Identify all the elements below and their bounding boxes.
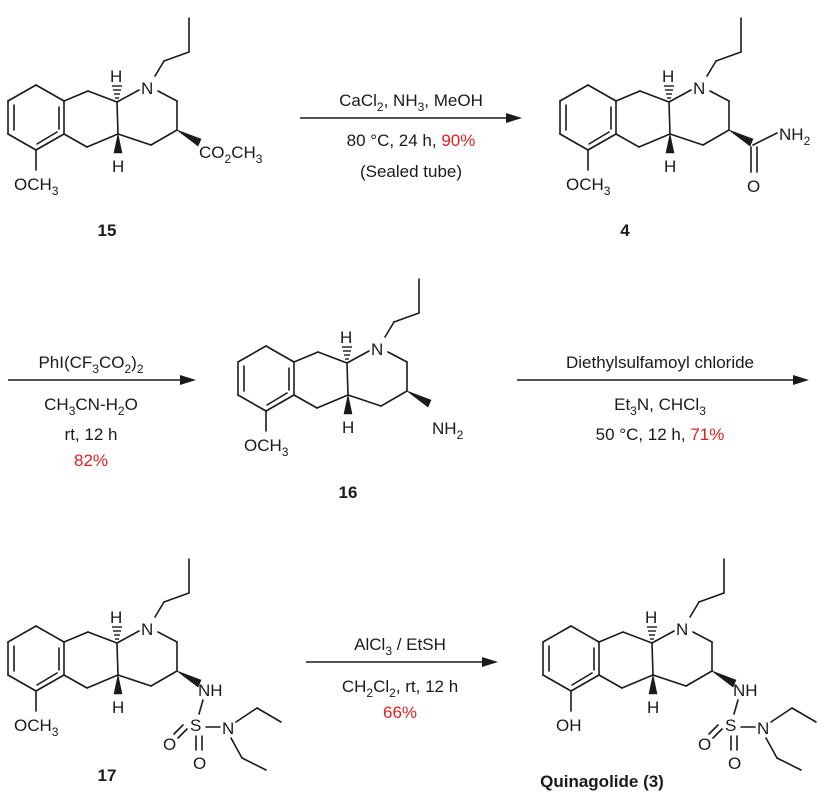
- reaction-arrow-2: PhI(CF3CO2)2 CH3CN-H2O rt, 12 h 82%: [8, 353, 196, 470]
- reagents-line: PhI(CF3CO2)2: [38, 353, 143, 376]
- yield: 66%: [383, 703, 417, 722]
- methoxy-group: OCH3: [566, 175, 611, 198]
- compound-label-17: 17: [98, 766, 117, 785]
- conditions-line: CH2Cl2, rt, 12 h: [342, 677, 458, 700]
- amide-nh2: NH2: [779, 125, 811, 148]
- hydrogen-bottom: H: [112, 157, 124, 176]
- methoxy-group: OCH3: [14, 175, 59, 198]
- sulfonyl-oxygen-bottom: O: [193, 754, 206, 773]
- methoxy-group: OCH3: [14, 716, 59, 739]
- methoxy-group: OCH3: [244, 436, 289, 459]
- reaction-arrow-1: CaCl2, NH3, MeOH 80 °C, 24 h, 90% (Seale…: [300, 91, 522, 181]
- nitrogen-atom: N: [141, 620, 153, 639]
- sulfonamide-nh: NH: [198, 681, 223, 700]
- compound-label-15: 15: [98, 221, 117, 240]
- compound-label-quinagolide: Quinagolide (3): [540, 772, 664, 791]
- nitrogen-atom: N: [371, 340, 383, 359]
- yield: 71%: [690, 425, 724, 444]
- compound-4: N H H NH2 O OCH3 4: [559, 17, 811, 240]
- reagents-line: AlCl3 / EtSH: [354, 635, 446, 658]
- hydrogen-bottom: H: [647, 698, 659, 717]
- conditions-line: 50 °C, 12 h, 71%: [596, 425, 725, 444]
- ester-group: CO2CH3: [199, 143, 263, 166]
- conditions-line: 80 °C, 24 h, 90%: [347, 131, 476, 150]
- hydroxyl-group: OH: [556, 716, 582, 735]
- reaction-arrow-3: Diethylsulfamoyl chloride Et3N, CHCl3 50…: [517, 353, 809, 444]
- conditions-line: rt, 12 h: [65, 425, 118, 444]
- hydrogen-bottom: H: [112, 698, 124, 717]
- yield: 90%: [441, 131, 475, 150]
- hydrogen-top: H: [110, 608, 122, 627]
- carbonyl-oxygen: O: [747, 177, 760, 196]
- sulfonyl-oxygen-bottom: O: [728, 754, 741, 773]
- sulfur-atom: S: [190, 716, 201, 735]
- nitrogen-atom: N: [141, 79, 153, 98]
- hydrogen-top: H: [110, 67, 122, 86]
- hydrogen-top: H: [645, 608, 657, 627]
- sulfonyl-oxygen-left: O: [163, 735, 176, 754]
- sulfur-atom: S: [725, 716, 736, 735]
- base-solvent-line: Et3N, CHCl3: [614, 395, 706, 418]
- reaction-arrow-4: AlCl3 / EtSH CH2Cl2, rt, 12 h 66%: [306, 635, 498, 722]
- conditions-note: (Sealed tube): [360, 162, 462, 181]
- solvent-line: CH3CN-H2O: [44, 395, 138, 418]
- compound-15: N H H CO2CH3 OCH3 15: [7, 17, 263, 240]
- reagent-name: Diethylsulfamoyl chloride: [566, 353, 754, 372]
- hydrogen-top: H: [340, 328, 352, 347]
- sulfonamide-nitrogen: N: [222, 719, 234, 738]
- sulfonamide-nh: NH: [733, 681, 758, 700]
- nitrogen-atom: N: [676, 620, 688, 639]
- reagents-line: CaCl2, NH3, MeOH: [339, 91, 483, 114]
- sulfonamide-nitrogen: N: [757, 719, 769, 738]
- sulfonyl-oxygen-left: O: [698, 735, 711, 754]
- compound-quinagolide: N H H NH S O O N OH Quinagolide (3): [540, 558, 817, 791]
- hydrogen-bottom: H: [664, 157, 676, 176]
- yield: 82%: [74, 451, 108, 470]
- compound-17: N H H NH S O O N OCH3 17: [7, 558, 282, 785]
- compound-label-16: 16: [339, 483, 358, 502]
- amine-nh2: NH2: [432, 419, 464, 442]
- nitrogen-atom: N: [693, 79, 705, 98]
- compound-label-4: 4: [620, 221, 630, 240]
- hydrogen-top: H: [662, 67, 674, 86]
- compound-16: N H H NH2 OCH3 16: [237, 278, 464, 502]
- hydrogen-bottom: H: [342, 418, 354, 437]
